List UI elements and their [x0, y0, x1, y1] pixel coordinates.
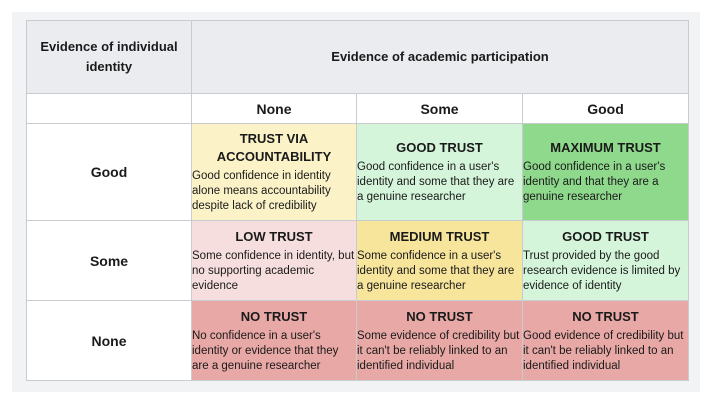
cell-title: MEDIUM TRUST — [389, 228, 490, 244]
cell-title: NO TRUST — [406, 308, 473, 324]
cell-description: Some evidence of credibility but it can'… — [357, 329, 520, 372]
column-header-none: None — [191, 93, 357, 124]
column-header-good: Good — [521, 93, 690, 124]
cell-title: MAXIMUM TRUST — [550, 140, 661, 155]
cell-some-none: LOW TRUST Some confidence in identity, b… — [191, 220, 357, 301]
identity-axis-header: Evidence of individual identity — [26, 20, 192, 94]
cell-good-some: GOOD TRUST Good confidence in a user's i… — [356, 123, 523, 221]
cell-none-none: NO TRUST No confidence in a user's ident… — [191, 300, 357, 381]
cell-some-good: GOOD TRUST Trust provided by the good re… — [521, 220, 690, 301]
cell-title: GOOD TRUST — [562, 228, 649, 244]
row-label-good: Good — [26, 123, 192, 221]
cell-none-good: NO TRUST Good evidence of credibility bu… — [521, 300, 690, 381]
cell-good-good: MAXIMUM TRUST Good confidence in a user'… — [521, 123, 690, 221]
trust-matrix-table: Evidence of individual identity Evidence… — [26, 20, 690, 381]
cell-description: No confidence in a user's identity or ev… — [192, 329, 339, 372]
cell-description: Good confidence in a user's identity and… — [523, 161, 666, 203]
cell-title: TRUST VIA ACCOUNTABILITY — [216, 131, 332, 164]
cell-title: NO TRUST — [572, 308, 639, 324]
cell-description: Good confidence in a user's identity and… — [357, 161, 515, 203]
table-row: Some LOW TRUST Some confidence in identi… — [26, 220, 690, 301]
cell-good-none: TRUST VIA ACCOUNTABILITY Good confidence… — [191, 123, 357, 221]
academic-axis-header: Evidence of academic participation — [190, 20, 690, 94]
cell-description: Good evidence of credibility but it can'… — [523, 329, 684, 372]
cell-title: GOOD TRUST — [396, 140, 483, 155]
cell-description: Trust provided by the good research evid… — [523, 249, 681, 292]
empty-subheader-cell — [26, 93, 192, 124]
cell-description: Some confidence in identity, but no supp… — [192, 249, 355, 292]
cell-title: LOW TRUST — [235, 228, 313, 244]
table-row: Good TRUST VIA ACCOUNTABILITY Good confi… — [26, 123, 690, 221]
cell-description: Some confidence in a user's identity and… — [357, 249, 515, 292]
cell-description: Good confidence in identity alone means … — [192, 170, 331, 212]
row-label-some: Some — [26, 220, 192, 301]
row-label-none: None — [26, 300, 192, 381]
table-row: None NO TRUST No confidence in a user's … — [26, 300, 690, 381]
cell-none-some: NO TRUST Some evidence of credibility bu… — [356, 300, 523, 381]
cell-title: NO TRUST — [240, 308, 308, 324]
column-header-some: Some — [356, 93, 523, 124]
cell-some-some: MEDIUM TRUST Some confidence in a user's… — [356, 220, 523, 301]
